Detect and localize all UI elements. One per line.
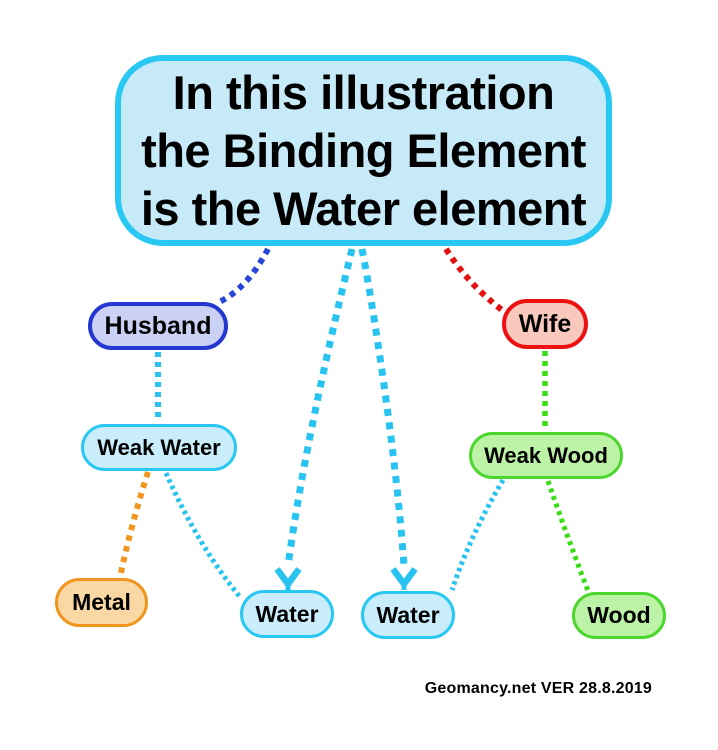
node-weak-water-label: Weak Water	[97, 434, 221, 460]
arrowhead-water-2-icon	[390, 567, 418, 590]
node-water-2-label: Water	[376, 601, 440, 628]
node-metal: Metal	[55, 578, 148, 627]
node-water-1-label: Water	[255, 600, 319, 627]
node-wood: Wood	[572, 592, 666, 639]
node-wife: Wife	[502, 299, 588, 349]
node-water-1: Water	[240, 590, 334, 638]
node-weak-wood: Weak Wood	[469, 432, 623, 479]
edge-weak-wood-to-wood	[545, 480, 591, 592]
edge-title-to-husband	[217, 247, 271, 305]
node-husband-label: Husband	[104, 311, 212, 340]
title-line-1: In this illustration	[172, 65, 555, 119]
node-husband: Husband	[88, 302, 228, 350]
title-box: In this illustration the Binding Element…	[115, 55, 612, 246]
arrowhead-water-1-icon	[274, 567, 302, 590]
footer-credit: Geomancy.net VER 28.8.2019	[424, 680, 652, 697]
node-wood-label: Wood	[587, 602, 651, 628]
edge-weak-wood-to-water-2	[449, 478, 506, 591]
node-metal-label: Metal	[72, 589, 131, 615]
edge-title-to-water-1	[284, 248, 356, 567]
title-line-2: the Binding Element	[141, 123, 586, 177]
node-water-2: Water	[361, 591, 455, 639]
node-weak-water: Weak Water	[81, 424, 237, 471]
node-weak-wood-label: Weak Wood	[484, 442, 608, 468]
edge-weak-water-to-water-1	[163, 471, 242, 599]
node-wife-label: Wife	[518, 309, 572, 338]
edge-weak-water-to-metal	[117, 471, 151, 578]
title-line-3: is the Water element	[140, 181, 587, 235]
edge-title-to-wife	[443, 247, 504, 313]
edge-title-to-water-2	[358, 248, 408, 567]
